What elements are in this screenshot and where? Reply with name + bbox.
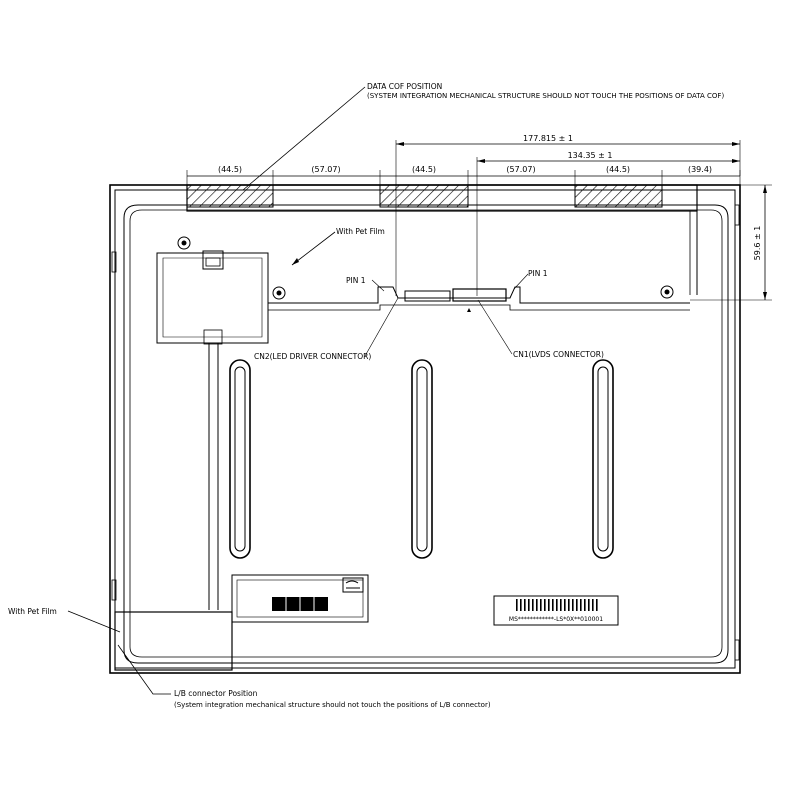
seg-4: (57.07) [506, 165, 535, 174]
seg-6: (39.4) [688, 165, 712, 174]
lb-connector-area [114, 611, 233, 671]
dimension-lines [186, 140, 772, 301]
data-cof-2 [379, 184, 469, 208]
connector-strip [267, 253, 690, 312]
reinforcement-slots [229, 359, 614, 559]
leader-lines [67, 86, 529, 695]
seg-2: (57.07) [311, 165, 340, 174]
seg-3: (44.5) [412, 165, 436, 174]
dim-vertical: 59.6 ± 1 [753, 226, 762, 261]
pin1-right-label: PIN 1 [528, 269, 548, 278]
dim-overall: 177.815 ± 1 [523, 134, 573, 143]
seg-5: (44.5) [606, 165, 630, 174]
pin1-left-label: PIN 1 [346, 276, 366, 285]
data-cof-note: (SYSTEM INTEGRATION MECHANICAL STRUCTURE… [367, 92, 724, 100]
cn2-label: CN2(LED DRIVER CONNECTOR) [254, 352, 371, 361]
data-cof-blocks [186, 184, 663, 208]
lb-note: (System integration mechanical structure… [174, 701, 491, 709]
data-cof-title: DATA COF POSITION [367, 82, 442, 91]
screw-holes [177, 236, 674, 300]
cn1-label: CN1(LVDS CONNECTOR) [513, 350, 604, 359]
seg-1: (44.5) [218, 165, 242, 174]
lb-title: L/B connector Position [174, 689, 258, 698]
data-cof-3 [574, 184, 663, 208]
data-cof-1 [186, 184, 274, 208]
barcode-label[interactable]: MS************-LS*0X**010001 [493, 595, 619, 626]
pet-film-left: With Pet Film [8, 607, 57, 616]
cof-segment-labels: (44.5) (57.07) (44.5) (57.07) (44.5) (39… [218, 165, 712, 174]
pet-film-top: With Pet Film [336, 227, 385, 236]
left-board [156, 250, 269, 610]
serial-number: MS************-LS*0X**010001 [509, 616, 603, 623]
product-label-plate [231, 574, 369, 623]
dim-cn1-offset: 134.35 ± 1 [568, 151, 613, 160]
